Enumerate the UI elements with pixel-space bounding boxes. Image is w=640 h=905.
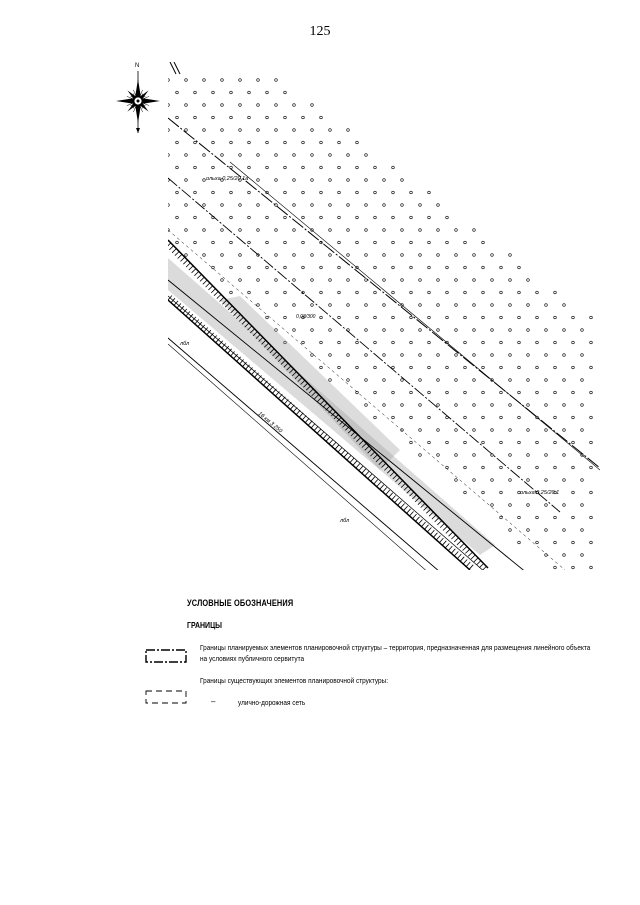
edge-label-2: лбл [339, 518, 349, 524]
compass-rose-icon: N [116, 63, 160, 133]
legend-symbol-dashed [145, 690, 187, 704]
forest-dot-pattern [168, 78, 593, 570]
boundary-line-2 [168, 177, 561, 513]
page-number: 125 [309, 24, 331, 39]
compass-north-label: N [135, 63, 139, 69]
road-label: 16 км 3 250 [257, 411, 284, 435]
legend-symbol-dash-dot [145, 649, 187, 663]
hatched-boundary-lower [168, 295, 474, 570]
road-edge-line-2 [168, 295, 541, 570]
parcel-label-a: ольха 0,25/20 1а [206, 176, 248, 182]
parcel-label-b: ольха 0,25/20 1 [520, 490, 559, 496]
hatched-boundary-upper [168, 239, 489, 570]
edge-label-1: лбл [179, 341, 189, 347]
boundary-line-3 [229, 161, 600, 471]
road-edge-line-1 [168, 279, 561, 570]
road-edge-line-4 [168, 343, 431, 570]
road-edge-line-3 [168, 337, 441, 570]
boundary-line-1 [168, 117, 600, 469]
plot-code-label: 0,08/300 [296, 314, 316, 320]
map-area [168, 62, 600, 570]
